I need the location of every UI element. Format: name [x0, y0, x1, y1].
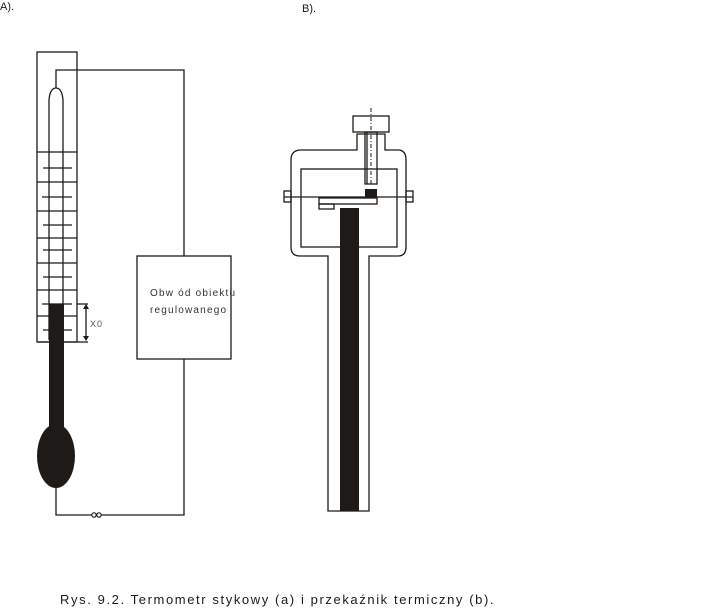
x0-dimension: X0 [77, 303, 103, 343]
capillary-tube [48, 87, 64, 340]
box-text-line1: Obw ód obiektu [150, 288, 236, 299]
relay-body [290, 133, 407, 512]
bimetal-lever [318, 197, 378, 205]
controlled-circuit-box [136, 255, 232, 360]
panel-a-label: A). [0, 1, 14, 13]
contact-thermometer: X0 Obw ód obiektu regulowanego [36, 51, 236, 518]
bottom-wire [55, 488, 92, 516]
lever-tab [318, 203, 335, 210]
right-pivot [405, 190, 414, 203]
panel-b-label: B). [302, 3, 316, 15]
figure-caption: Rys. 9.2. Termometr stykowy (a) i przeka… [60, 592, 495, 607]
expansion-rod [340, 208, 359, 511]
x0-label: X0 [90, 319, 103, 329]
thermal-relay [283, 108, 414, 512]
left-pivot [283, 190, 292, 203]
thermometer-bulb [37, 424, 75, 488]
top-wire [55, 69, 185, 256]
terminal-connector-icon [91, 512, 102, 518]
right-wire [101, 359, 185, 516]
contact-pad [365, 189, 377, 198]
box-text-line2: regulowanego [150, 305, 227, 316]
mercury-column [49, 304, 64, 434]
